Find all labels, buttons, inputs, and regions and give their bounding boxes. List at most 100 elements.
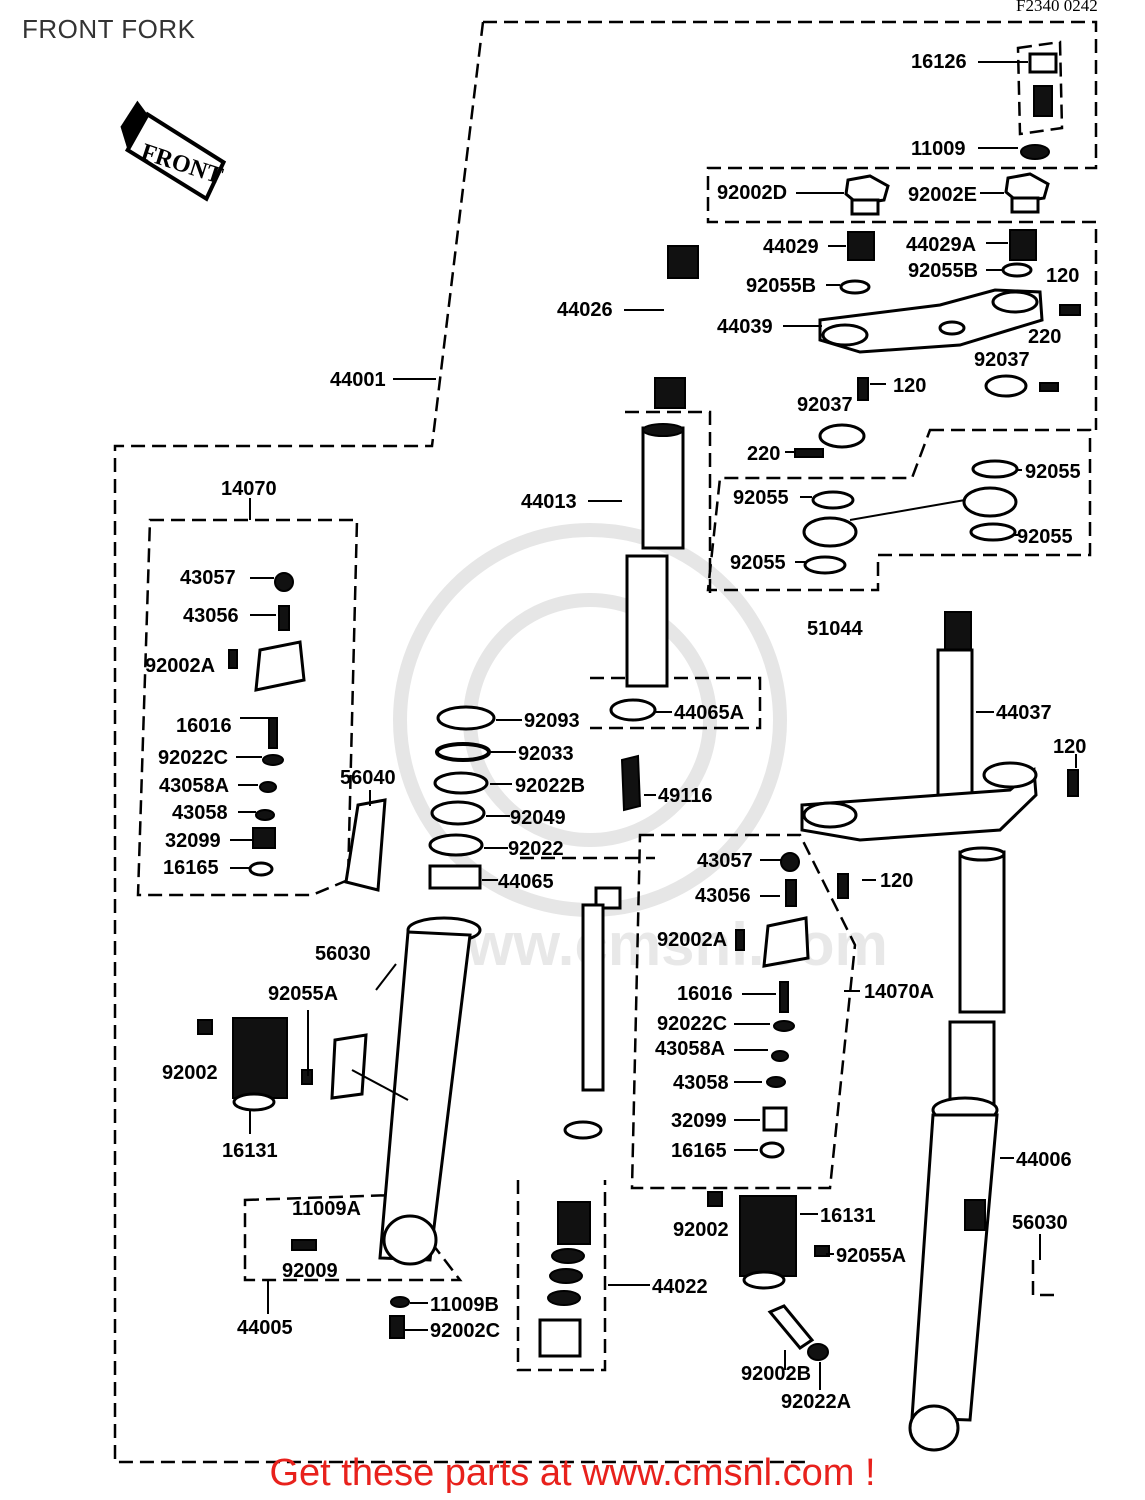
label-32099-2: 32099 [671,1110,727,1132]
label-92037-2: 92037 [797,394,853,416]
label-11009B: 11009B [430,1294,499,1316]
part-44037-steering-stem [800,611,1038,842]
label-92002E: 92002E [908,184,977,206]
label-16016-1: 16016 [176,715,232,737]
label-32099-1: 32099 [165,830,221,852]
part-44026-spring-bottom [654,377,686,409]
label-92002A-1: 92002A [145,655,215,677]
label-92033: 92033 [518,743,574,765]
part-49116-valve [620,754,642,812]
label-92055-1: 92055 [1025,461,1081,483]
label-44065A: 44065A [674,702,744,724]
label-220-1: 220 [1028,326,1061,348]
label-43058-1: 43058 [172,802,228,824]
label-92002B: 92002B [741,1363,811,1385]
label-51044: 51044 [807,618,863,640]
part-56040-reflector [344,798,387,892]
label-92055-3: 92055 [1017,526,1073,548]
part-44006-fork-right [908,846,1006,1452]
label-92022C-2: 92022C [657,1013,727,1035]
label-16126: 16126 [911,51,967,73]
part-120-bolt-4 [837,873,849,899]
label-16131-2: 16131 [820,1205,876,1227]
label-44022: 44022 [652,1276,708,1298]
label-220-2: 220 [747,443,780,465]
part-44005-outer-tube-left [330,916,482,1266]
part-92002E-cap-bolt [1004,172,1050,214]
part-44026-spring-top [667,245,699,279]
label-92055B-2: 92055B [908,260,978,282]
label-16016-2: 16016 [677,983,733,1005]
part-92002C-bolt [389,1315,405,1339]
part-92055A-right [814,1245,830,1257]
label-44013: 44013 [521,491,577,513]
part-44029-adjuster [847,231,875,261]
label-92055-4: 92055 [730,552,786,574]
label-44001: 44001 [330,369,386,391]
label-16165-2: 16165 [671,1140,727,1162]
part-92055B-oring-2 [1001,262,1033,278]
label-44026: 44026 [557,299,613,321]
label-92049: 92049 [510,807,566,829]
label-92022: 92022 [508,838,564,860]
watermark-text: www.cmsnl.com [419,911,888,978]
label-16131-1: 16131 [222,1140,278,1162]
label-92002A-2: 92002A [657,929,727,951]
part-120-bolt-3 [1067,769,1079,797]
part-220-bolt-1 [1039,382,1059,392]
part-damper-rod [563,886,622,1140]
part-92055B-oring [839,279,871,295]
label-11009A: 11009A [292,1198,361,1220]
label-120-4: 120 [880,870,913,892]
label-92093: 92093 [524,710,580,732]
part-92037-clamp [984,374,1028,398]
part-44022-spring [538,1201,591,1358]
label-92009: 92009 [282,1260,338,1282]
front-direction-arrow: FRONT [120,100,227,202]
label-44006: 44006 [1016,1149,1072,1171]
page-title: FRONT FORK [22,14,196,44]
part-16126-cap-bolt [1016,40,1064,136]
part-seal-stack [428,698,657,890]
part-14070-kit [228,572,306,877]
label-92022B: 92022B [515,775,585,797]
label-56040: 56040 [340,767,396,789]
diagram-reference-code: F2340 0242 [1016,0,1098,15]
part-220-bolt-2 [794,448,824,458]
label-44029: 44029 [763,236,819,258]
label-92002-2: 92002 [673,1219,729,1241]
label-92055-2: 92055 [733,487,789,509]
label-43058A-2: 43058A [655,1038,725,1060]
part-44029A-adjuster [1009,229,1037,261]
label-49116: 49116 [658,785,713,807]
part-92002B-bolt [767,1304,815,1350]
label-44005: 44005 [237,1317,293,1339]
label-92002C: 92002C [430,1320,500,1342]
part-16131-caliper-right [707,1191,797,1290]
label-120-1: 120 [1046,265,1079,287]
label-92002-1: 92002 [162,1062,218,1084]
label-120-2: 120 [893,375,926,397]
shop-link-banner[interactable]: Get these parts at www.cmsnl.com ! [269,1452,876,1494]
part-14070A-kit [735,852,810,1159]
label-44039: 44039 [717,316,773,338]
label-43057-2: 43057 [697,850,753,872]
part-11009B-washer [390,1296,410,1308]
part-120-bolt-1 [1059,304,1081,316]
part-44013-inner-tube [625,423,685,688]
label-92037-1: 92037 [974,349,1030,371]
part-92009-bolt [291,1239,317,1251]
label-92022C-1: 92022C [158,747,228,769]
part-92022A-washer [807,1343,829,1361]
label-43056-1: 43056 [183,605,239,627]
label-44029A: 44029A [906,234,976,256]
part-11009-washer [1020,144,1050,160]
label-14070A: 14070A [864,981,934,1003]
label-16165-1: 16165 [163,857,219,879]
label-120-3: 120 [1053,736,1086,758]
label-92002D: 92002D [717,182,787,204]
part-92037-clamp-2 [818,423,866,449]
label-92055A-1: 92055A [268,983,338,1005]
group-outlines [113,20,1098,1464]
label-92055A-2: 92055A [836,1245,906,1267]
